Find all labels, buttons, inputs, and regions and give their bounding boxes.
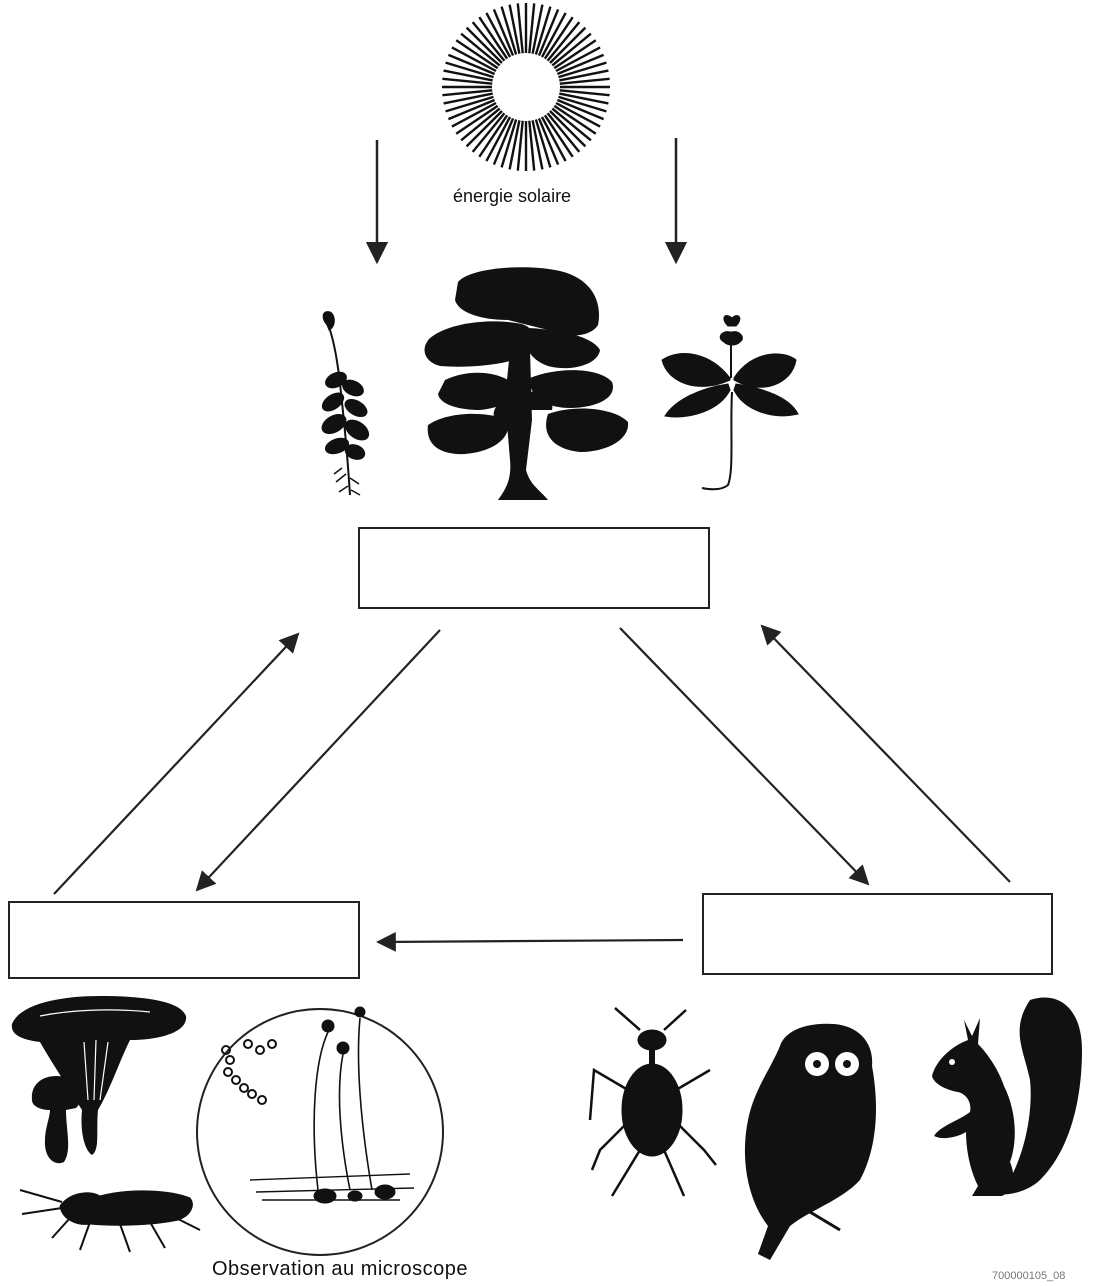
decomposers-box[interactable] [9, 902, 359, 978]
consumers-box[interactable] [703, 894, 1052, 974]
trillium-plant-icon [662, 316, 798, 490]
squirrel-icon [932, 997, 1082, 1196]
moss-icon [319, 312, 372, 495]
springtail-insect-icon [20, 1190, 200, 1252]
arrow-decomposers-to-producers [54, 634, 298, 894]
oak-tree-icon [425, 267, 629, 500]
sun-icon [442, 3, 610, 171]
arrow-producers-to-consumers [620, 628, 868, 884]
weevil-beetle-icon [590, 1008, 716, 1196]
owl-icon [745, 1024, 876, 1260]
arrow-consumers-to-producers [762, 626, 1010, 882]
microscope-view-icon [197, 1007, 443, 1255]
arrow-producers-to-decomposers [197, 630, 440, 890]
arrow-consumers-to-decomposers [378, 940, 683, 942]
microscope-caption: Observation au microscope [212, 1258, 468, 1281]
sun-label: énergie solaire [453, 186, 571, 207]
chanterelle-mushroom-icon [12, 996, 186, 1163]
producers-box[interactable] [359, 528, 709, 608]
figure-code: 700000105_08 [992, 1270, 1065, 1282]
